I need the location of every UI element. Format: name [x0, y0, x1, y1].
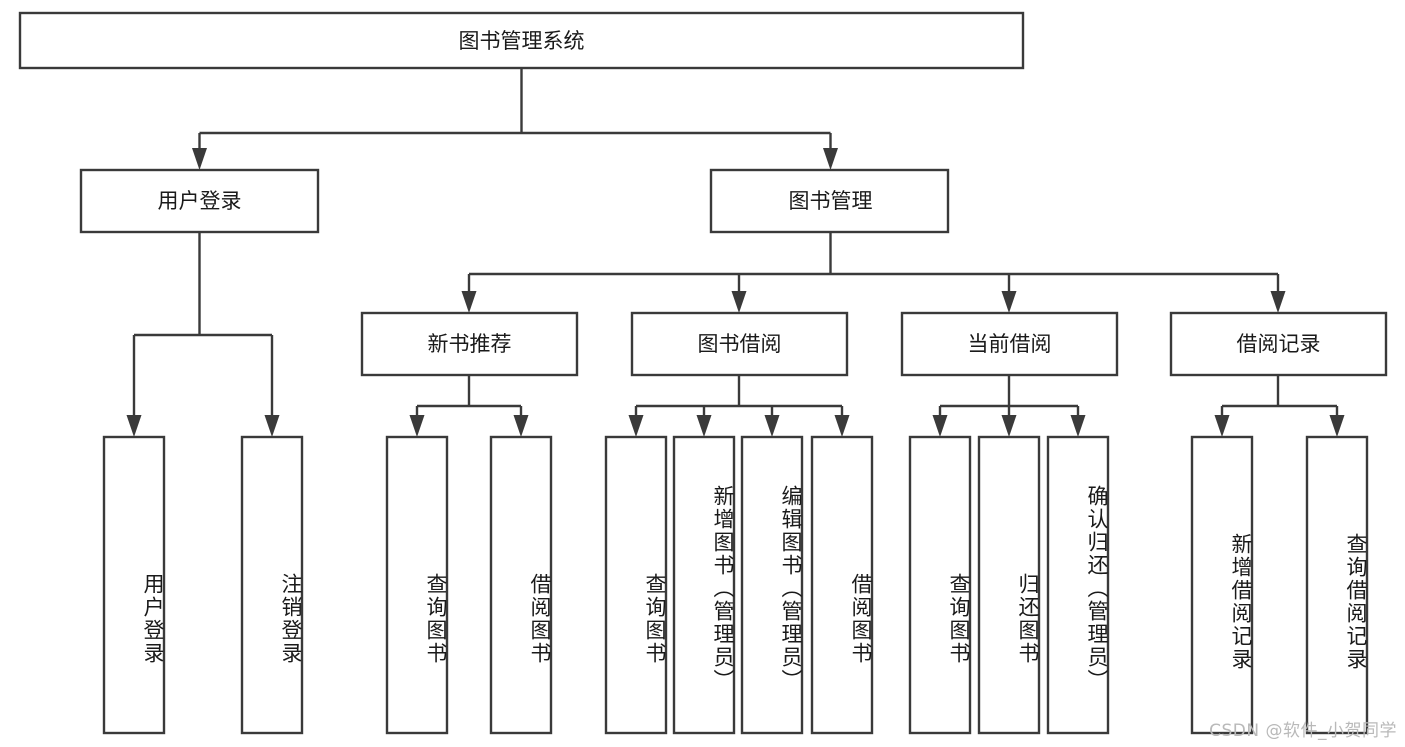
node-user-login-box[interactable]: [79, 168, 320, 234]
arrow-borrow-record-leaf-1: [1214, 415, 1230, 437]
leaf-boxes-group: [102, 435, 1369, 735]
leaf-query-record-box[interactable]: [1305, 435, 1369, 735]
arrow-book-manage-current-borrow: [1001, 291, 1017, 313]
node-root[interactable]: 图书管理系统: [18, 11, 1025, 70]
arrow-book-borrow-leaf-3: [764, 415, 780, 437]
arrow-book-manage-new-book: [461, 291, 477, 313]
leaf-edit-book-box[interactable]: [740, 435, 804, 735]
node-borrow-record[interactable]: 借阅记录: [1169, 311, 1388, 377]
connectors-group: [126, 68, 1345, 437]
node-borrow-record-box[interactable]: [1169, 311, 1388, 377]
arrow-book-manage-book-borrow: [731, 291, 747, 313]
arrow-current-borrow-leaf-1: [932, 415, 948, 437]
leaf-add-record-box[interactable]: [1190, 435, 1254, 735]
arrow-book-borrow-leaf-1: [628, 415, 644, 437]
arrow-user-login-leaf-1: [126, 415, 142, 437]
node-current-borrow[interactable]: 当前借阅: [900, 311, 1119, 377]
node-book-manage[interactable]: 图书管理: [709, 168, 950, 234]
leaf-query-book-2-box[interactable]: [604, 435, 668, 735]
arrow-book-borrow-leaf-4: [834, 415, 850, 437]
leaf-confirm-return-box[interactable]: [1046, 435, 1110, 735]
node-root-label: 图书管理系统: [459, 29, 585, 53]
arrow-root-to-book-manage: [823, 148, 838, 170]
arrow-book-borrow-leaf-2: [696, 415, 712, 437]
leaf-user-login-box[interactable]: [102, 435, 166, 735]
node-new-book-recommend-box[interactable]: [360, 311, 579, 377]
arrow-book-manage-borrow-record: [1270, 291, 1286, 313]
arrow-current-borrow-leaf-2: [1001, 415, 1017, 437]
node-book-borrow-label: 图书借阅: [698, 332, 782, 356]
csdn-watermark: CSDN @软件_小贺同学: [1209, 721, 1397, 741]
arrow-new-book-leaf-1: [409, 415, 425, 437]
node-new-book-recommend-label: 新书推荐: [428, 332, 512, 356]
arrow-borrow-record-leaf-2: [1329, 415, 1345, 437]
arrow-current-borrow-leaf-3: [1070, 415, 1086, 437]
node-current-borrow-label: 当前借阅: [968, 332, 1052, 356]
node-new-book-recommend[interactable]: 新书推荐: [360, 311, 579, 377]
leaf-borrow-book-2-box[interactable]: [810, 435, 874, 735]
arrow-user-login-leaf-2: [264, 415, 280, 437]
node-book-borrow-box[interactable]: [630, 311, 849, 377]
leaf-query-book-3-box[interactable]: [908, 435, 972, 735]
node-current-borrow-box[interactable]: [900, 311, 1119, 377]
node-root-box[interactable]: [18, 11, 1025, 70]
leaf-query-book-1-box[interactable]: [385, 435, 449, 735]
node-user-login-label: 用户登录: [158, 189, 242, 213]
node-book-manage-box[interactable]: [709, 168, 950, 234]
node-book-borrow[interactable]: 图书借阅: [630, 311, 849, 377]
leaf-return-book-box[interactable]: [977, 435, 1041, 735]
node-borrow-record-label: 借阅记录: [1237, 332, 1321, 356]
arrow-new-book-leaf-2: [513, 415, 529, 437]
node-user-login[interactable]: 用户登录: [79, 168, 320, 234]
arrow-root-to-user-login: [192, 148, 207, 170]
leaf-add-book-box[interactable]: [672, 435, 736, 735]
leaf-logout-login-box[interactable]: [240, 435, 304, 735]
node-book-manage-label: 图书管理: [789, 189, 873, 213]
leaf-borrow-book-1-box[interactable]: [489, 435, 553, 735]
